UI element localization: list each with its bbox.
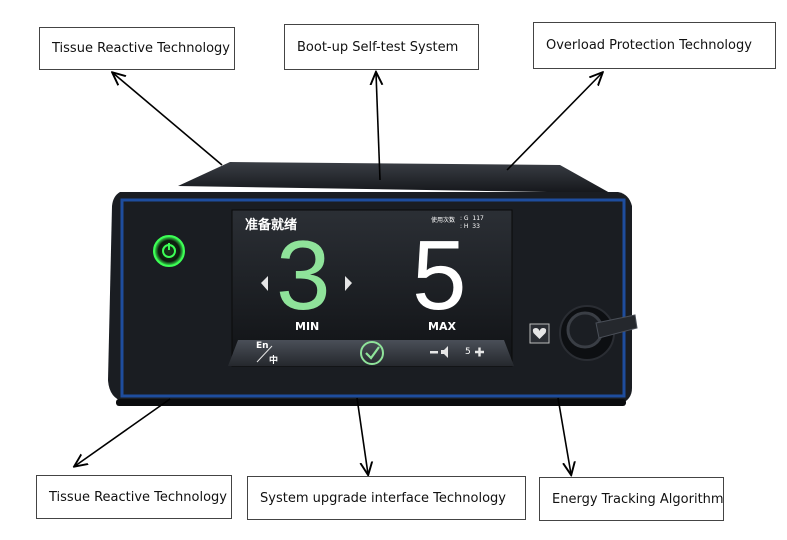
arrow-top-center bbox=[376, 73, 380, 181]
usage-h: : H 33 bbox=[460, 223, 480, 230]
check-circle-icon bbox=[360, 341, 384, 365]
left-unit: MIN bbox=[295, 320, 320, 333]
callout-overload-protection: Overload Protection Technology bbox=[533, 22, 776, 69]
right-arrow-icon bbox=[345, 276, 352, 291]
arrow-bottom-right bbox=[557, 397, 571, 474]
speaker-icon bbox=[441, 346, 448, 358]
callout-tissue-reactive-bottom: Tissue Reactive Technology bbox=[36, 475, 232, 519]
power-button bbox=[153, 235, 185, 267]
device-base bbox=[116, 399, 626, 406]
left-arrow-icon bbox=[261, 276, 268, 291]
screen-bottom-bar bbox=[228, 340, 514, 366]
callout-tissue-reactive-top: Tissue Reactive Technology bbox=[39, 27, 235, 70]
volume-value: 5 bbox=[465, 347, 471, 357]
device-bezel bbox=[120, 198, 626, 398]
left-value[interactable]: 3 bbox=[276, 220, 331, 330]
cable bbox=[595, 314, 638, 339]
volume-plus-icon bbox=[475, 347, 484, 357]
right-unit: MAX bbox=[428, 320, 456, 333]
arrow-top-right bbox=[506, 73, 602, 171]
lang-en[interactable]: En bbox=[256, 341, 269, 351]
usage-label: 使用次数 bbox=[431, 217, 456, 224]
heart-icon bbox=[532, 328, 547, 339]
right-value: 5 bbox=[412, 220, 467, 330]
usage-g: : G 117 bbox=[460, 215, 484, 222]
arrow-bottom-left bbox=[75, 398, 171, 466]
callout-system-upgrade-interface: System upgrade interface Technology bbox=[247, 476, 526, 520]
callout-energy-tracking: Energy Tracking Algorithm bbox=[539, 477, 724, 521]
volume-minus-icon bbox=[430, 351, 438, 354]
lang-cn[interactable]: 中 bbox=[269, 356, 279, 366]
arrow-top-left bbox=[113, 73, 223, 166]
status-text: 准备就绪 bbox=[245, 218, 298, 233]
callout-boot-up-self-test: Boot-up Self-test System bbox=[284, 24, 479, 70]
arrow-bottom-center bbox=[356, 397, 368, 474]
device-top bbox=[178, 162, 610, 193]
